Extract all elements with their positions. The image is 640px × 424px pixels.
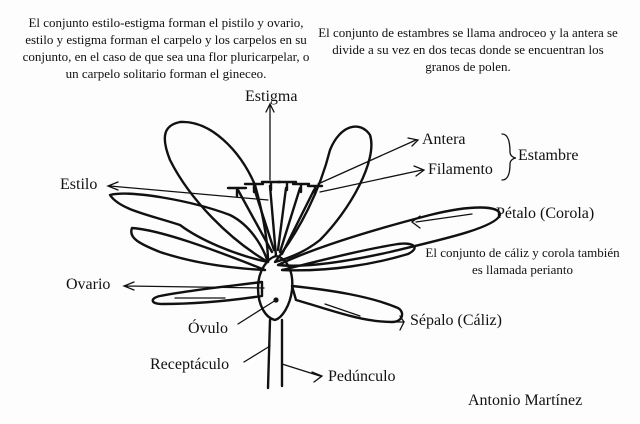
anther-4 <box>276 180 298 192</box>
filament-4 <box>278 186 302 254</box>
petal-lower-right-outline <box>280 242 416 272</box>
petal-right-outline <box>273 125 373 264</box>
label-peduncle: Pedúnculo <box>328 368 396 385</box>
label-anther: Antera <box>422 131 466 148</box>
petal-far-right-outline <box>276 206 502 267</box>
filament-1 <box>236 188 274 254</box>
peduncle-pointer <box>281 363 324 383</box>
sepal-left-outline <box>151 280 264 306</box>
anther-2 <box>243 182 265 194</box>
author-signature: Antonio Martínez <box>468 392 583 409</box>
filament-pointer <box>319 165 426 193</box>
perianth-note: El conjunto de cáliz y corola también es… <box>425 245 620 277</box>
receptacle-pointer <box>243 345 271 363</box>
stamen-brace <box>501 133 517 181</box>
petal-lower-left-outline <box>130 226 267 272</box>
style-line <box>268 184 278 258</box>
ovary-outline <box>256 254 294 322</box>
anther-3 <box>260 180 282 192</box>
label-stamen: Estambre <box>518 147 579 164</box>
sepal-right-outline <box>290 284 404 324</box>
ovary-pointer <box>122 281 265 291</box>
label-style: Estilo <box>60 176 98 193</box>
petal-center-left-outline <box>108 192 270 264</box>
anther-1 <box>226 186 248 198</box>
label-ovary: Ovario <box>66 276 111 293</box>
style-pointer <box>106 181 269 201</box>
label-sepal: Sépalo (Cáliz) <box>410 312 502 329</box>
petal-pointer <box>410 213 473 229</box>
label-filament: Filamento <box>428 161 493 178</box>
label-stigma: Estigma <box>245 88 298 105</box>
label-ovule: Óvulo <box>188 320 228 337</box>
anther-6 <box>306 184 324 196</box>
ovule-pointer <box>237 299 277 325</box>
anther-pointer <box>317 137 420 185</box>
sepal-pointer <box>395 315 406 331</box>
stigma-pointer <box>265 102 275 181</box>
pistil-note: El conjunto estilo-estigma forman el pis… <box>22 15 310 81</box>
label-receptacle: Receptáculo <box>150 356 230 373</box>
peduncle-stem <box>266 318 272 390</box>
filament-2 <box>252 186 276 252</box>
sepal-right-vein <box>324 303 361 317</box>
label-petal: Pétalo (Corola) <box>496 205 595 222</box>
filament-3 <box>276 186 288 252</box>
anther-5 <box>291 182 311 194</box>
filament-5 <box>280 188 316 256</box>
pointer-lines <box>106 102 473 383</box>
androecium-note: El conjunto de estambres se llama androc… <box>318 25 618 74</box>
